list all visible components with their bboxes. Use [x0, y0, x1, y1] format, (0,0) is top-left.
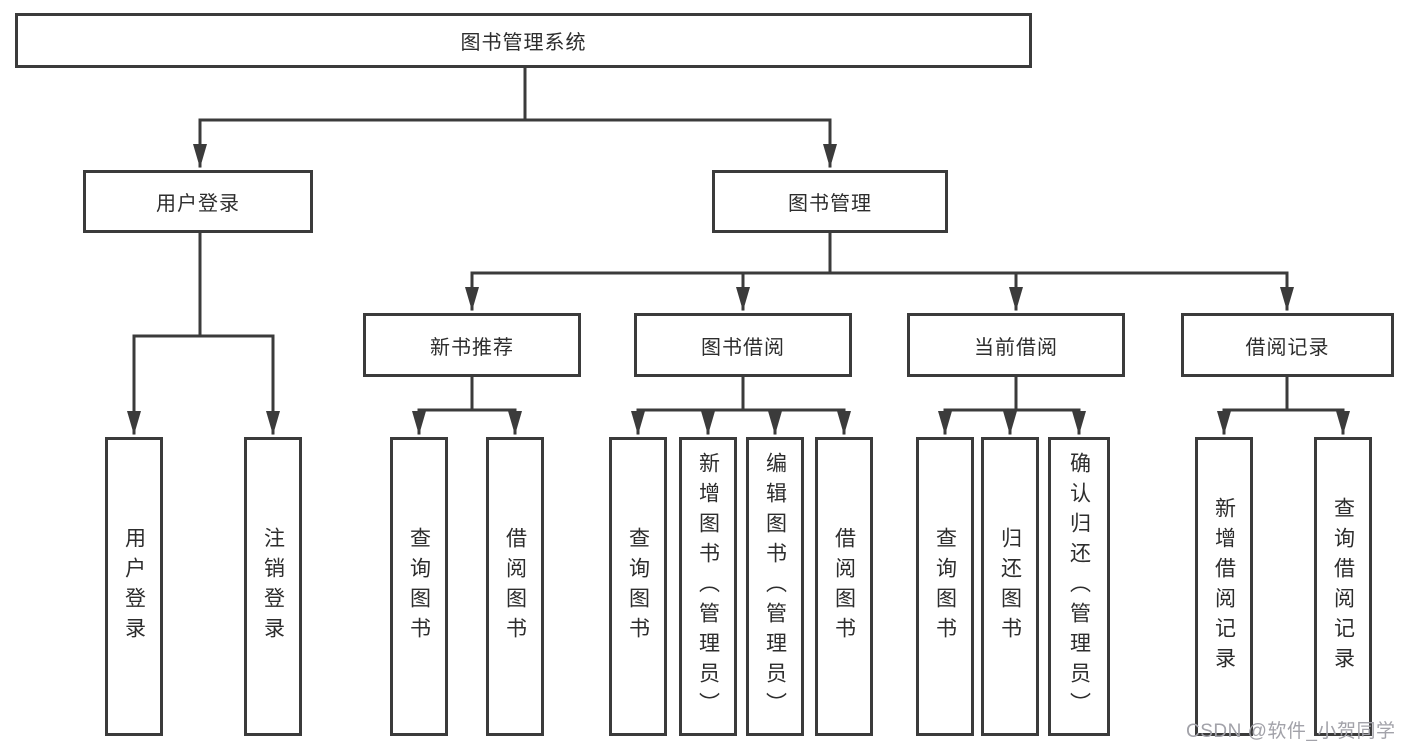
- node-current-borrowing: 当前借阅: [907, 313, 1125, 377]
- node-cb-return-books: 归还图书: [981, 437, 1039, 736]
- node-bb-edit-books-admin: 编辑图书（管理员）: [746, 437, 804, 736]
- node-cb-query-books: 查询图书: [916, 437, 974, 736]
- node-bb-query-books: 查询图书: [609, 437, 667, 736]
- node-user-login-branch: 用户登录: [83, 170, 313, 233]
- node-rec-borrow-books: 借阅图书: [486, 437, 544, 736]
- node-book-management-branch: 图书管理: [712, 170, 948, 233]
- node-new-book-recommend: 新书推荐: [363, 313, 581, 377]
- node-root: 图书管理系统: [15, 13, 1032, 68]
- node-bb-borrow-books: 借阅图书: [815, 437, 873, 736]
- node-cb-confirm-return-admin: 确认归还（管理员）: [1048, 437, 1110, 736]
- csdn-watermark: CSDN @软件_小贺同学: [1186, 721, 1396, 742]
- node-bb-add-books-admin: 新增图书（管理员）: [679, 437, 737, 736]
- node-book-borrowing: 图书借阅: [634, 313, 852, 377]
- node-logout-leaf: 注销登录: [244, 437, 302, 736]
- node-user-login-leaf: 用户登录: [105, 437, 163, 736]
- node-rl-query-borrow-record: 查询借阅记录: [1314, 437, 1372, 736]
- node-rl-add-borrow-record: 新增借阅记录: [1195, 437, 1253, 736]
- node-borrow-records: 借阅记录: [1181, 313, 1394, 377]
- node-rec-query-books: 查询图书: [390, 437, 448, 736]
